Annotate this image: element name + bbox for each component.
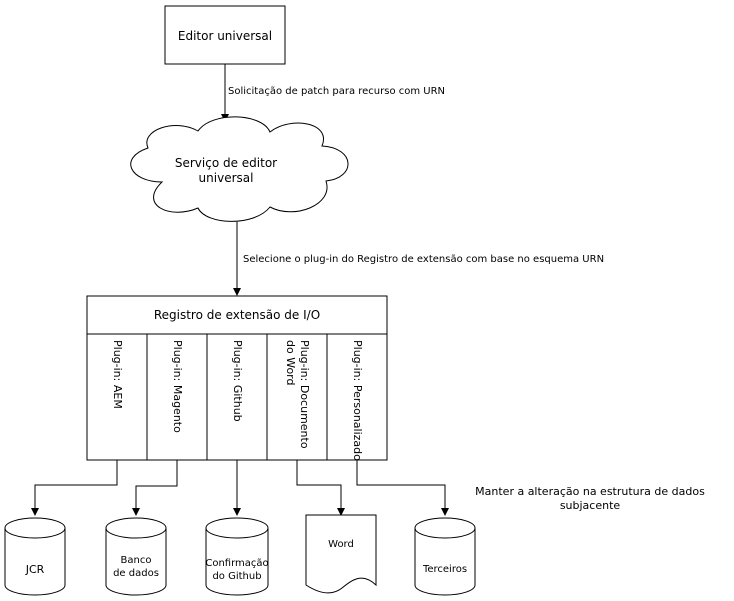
third-party-label: Terceiros — [422, 564, 467, 575]
plugin-magento: Plug-in: Magento — [171, 340, 184, 433]
jcr-label: JCR — [25, 563, 45, 576]
registry-title-box — [86, 295, 388, 335]
registry-title: Registro de extensão de I/O — [154, 308, 320, 322]
universal-editor-box — [164, 5, 286, 65]
third-party-store: Terceiros — [414, 517, 476, 596]
plugin-github: Plug-in: Github — [231, 340, 244, 422]
db-cylinder-body — [105, 528, 167, 596]
db-cylinder-top — [105, 517, 167, 539]
connector-aem-jcr — [31, 460, 118, 516]
word-label: Word — [328, 539, 354, 550]
db-label-line1: Banco — [121, 555, 152, 566]
universal-editor-label: Editor universal — [178, 29, 272, 43]
connector-custom-thirdparty — [356, 460, 449, 516]
patch-request-label: Solicitação de patch para recurso com UR… — [228, 86, 445, 97]
github-cylinder-body — [205, 528, 269, 596]
document-shape — [305, 514, 377, 594]
github-label-line1: Confirmação — [205, 558, 268, 569]
plugin-github-label: Plug-in: Github — [231, 340, 244, 422]
plugin-word: Plug-in: Documento do Word — [284, 340, 311, 449]
persist-note-line2: subjacente — [560, 499, 621, 512]
github-cylinder-top — [205, 517, 269, 539]
word-document: Word — [305, 514, 377, 594]
extension-registry: Registro de extensão de I/O Plug-in: AEM… — [86, 295, 388, 461]
jcr-store: JCR — [4, 517, 66, 596]
editor-service-node: Serviço de editor universal — [130, 116, 349, 222]
select-plugin-label: Selecione o plug-in do Registro de exten… — [243, 254, 604, 265]
third-party-cylinder-body — [414, 528, 476, 596]
universal-editor-node: Editor universal — [164, 5, 286, 65]
plugin-magento-label: Plug-in: Magento — [171, 340, 184, 433]
github-commit-store: Confirmação do Github — [205, 517, 269, 596]
plugin-word-label-line2: do Word — [284, 340, 297, 385]
github-label-line2: do Github — [212, 571, 261, 582]
plugin-aem: Plug-in: AEM — [111, 340, 124, 409]
database-store: Banco de dados — [105, 517, 167, 596]
service-label-line1: Serviço de editor — [175, 156, 277, 170]
plugin-custom-box — [326, 333, 388, 461]
plugin-custom-label: Plug-in: Personalizado — [351, 340, 364, 461]
service-label-line2: universal — [199, 171, 254, 185]
connector-word-doc — [296, 460, 345, 516]
plugin-aem-label: Plug-in: AEM — [111, 340, 124, 409]
plugin-custom: Plug-in: Personalizado — [351, 340, 364, 461]
third-party-cylinder-top — [414, 517, 476, 539]
jcr-cylinder-top — [4, 517, 66, 539]
cloud-shape — [130, 116, 349, 222]
db-label-line2: de dados — [113, 568, 159, 579]
jcr-cylinder-body — [4, 528, 66, 596]
persist-note-line1: Manter a alteração na estrutura de dados — [475, 485, 705, 498]
connector-magento-db — [132, 460, 178, 516]
plugin-word-label-line1: Plug-in: Documento — [298, 340, 311, 449]
